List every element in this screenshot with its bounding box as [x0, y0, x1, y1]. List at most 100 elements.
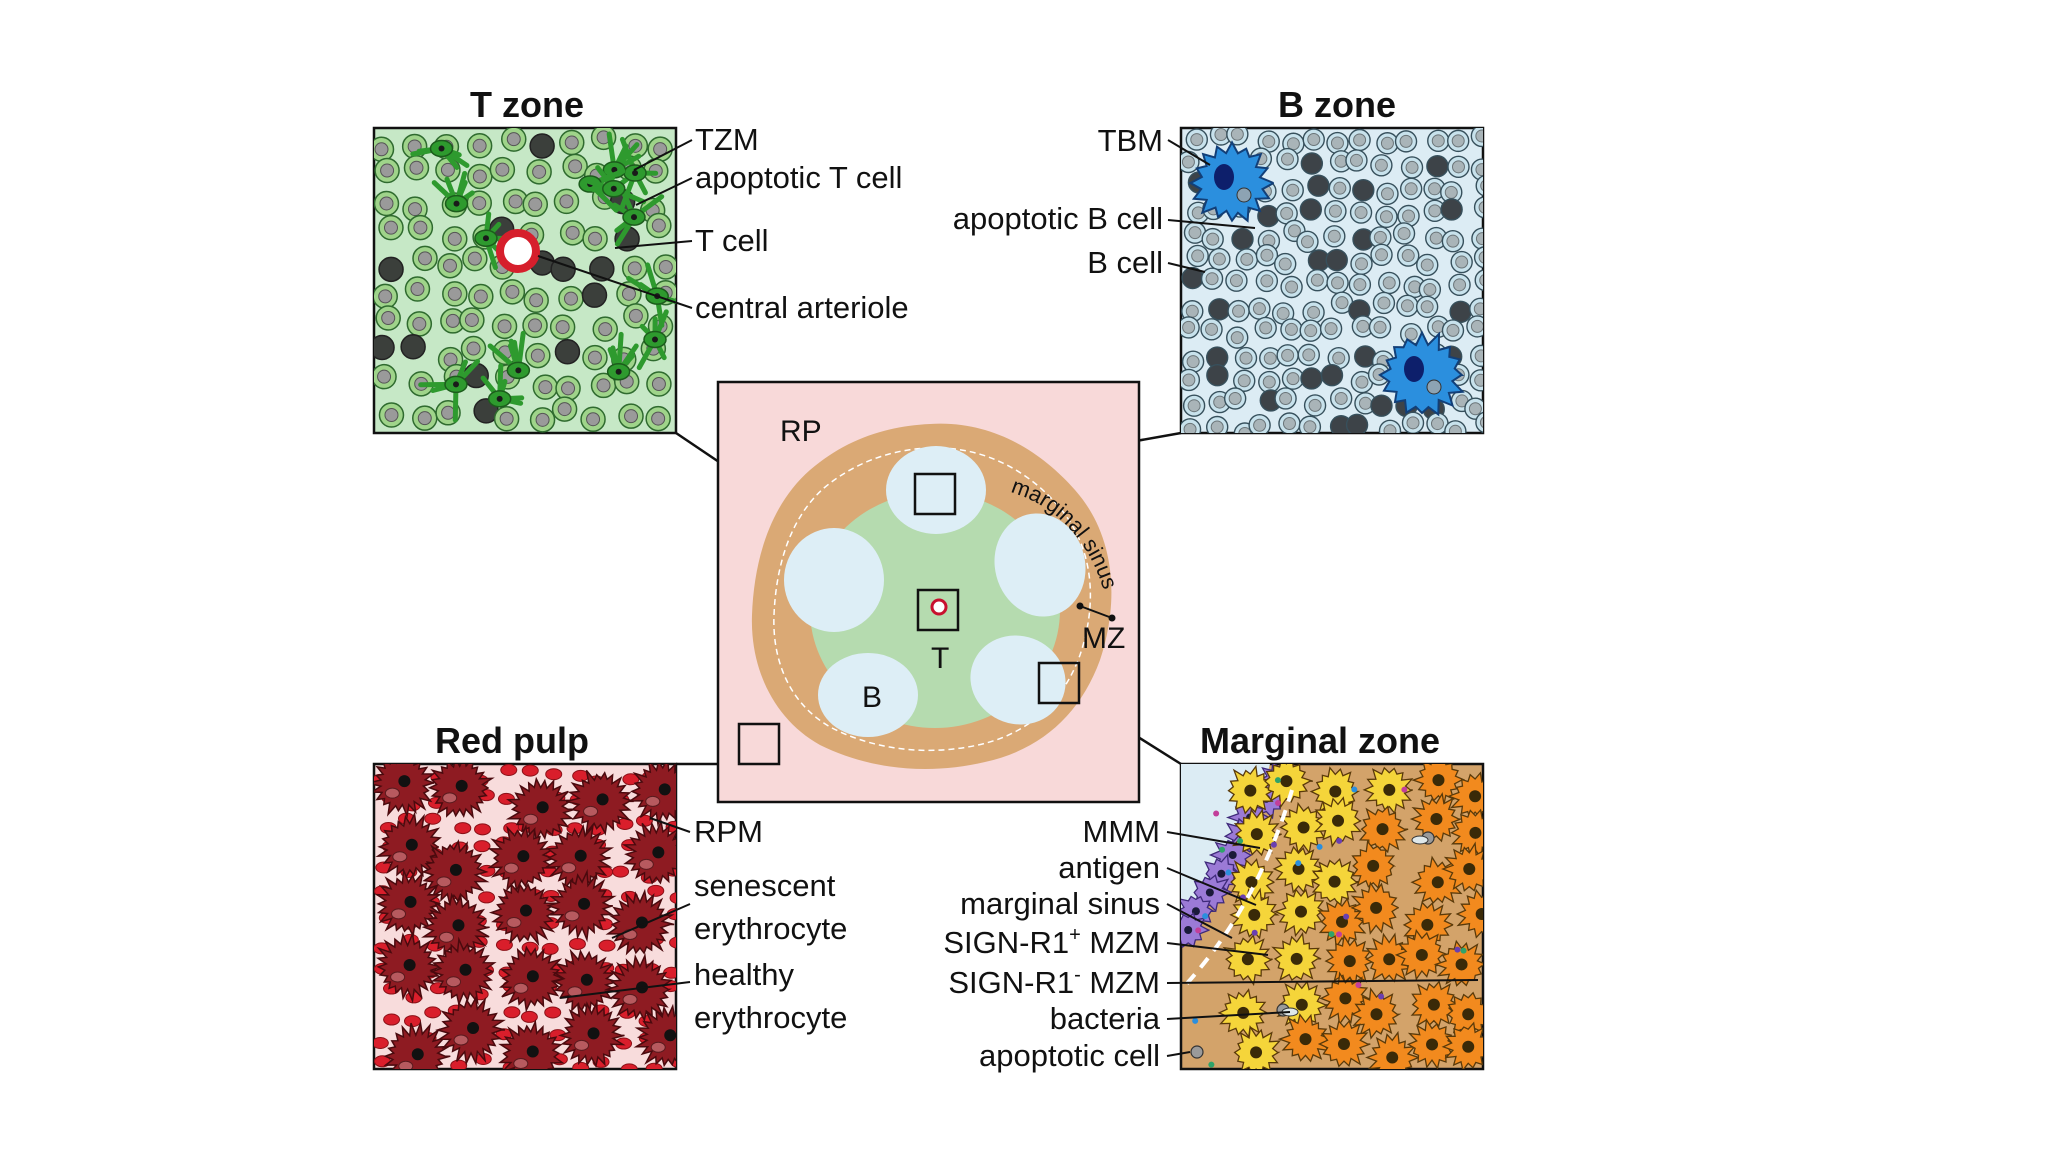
rpm-cell	[434, 995, 506, 1066]
red-pulp-panel: Red pulp RPM senescent erythrocyte healt…	[372, 720, 847, 1071]
healthy-erythrocyte	[568, 937, 586, 950]
apoptotic-t-cell	[378, 256, 404, 283]
sign-r1-minus-mzm	[1358, 805, 1409, 854]
healthy-erythrocyte	[478, 891, 496, 904]
b-cell-nucleus	[1448, 424, 1462, 433]
mz-pointer-dot-1	[1076, 602, 1084, 610]
red-pulp-label-4: erythrocyte	[694, 1000, 847, 1035]
tzm-cell	[606, 331, 639, 381]
t-cell-nucleus	[381, 310, 396, 325]
b-cell-nucleus	[1373, 230, 1387, 244]
t-cell-nucleus	[472, 196, 487, 211]
b-cell-nucleus	[1286, 372, 1300, 386]
t-cell-nucleus	[384, 407, 399, 422]
t-zone-label-3: central arteriole	[695, 290, 909, 325]
apoptotic-t-cell	[400, 334, 426, 360]
apoptotic-b-cell	[1440, 198, 1463, 221]
apoptotic-b-cell	[1300, 367, 1323, 390]
t-cell-nucleus	[499, 411, 514, 426]
b-cell-nucleus	[1428, 182, 1442, 196]
b-cell-nucleus	[1328, 204, 1342, 218]
follicle-right	[994, 513, 1086, 617]
red-pulp-leader-3	[559, 981, 691, 999]
b-cell-nucleus	[1262, 375, 1276, 389]
antigen-particle	[1192, 1017, 1199, 1024]
tzm-cell	[431, 170, 475, 213]
t-cell-nucleus	[377, 369, 392, 384]
b-cell-nucleus	[1307, 305, 1321, 319]
mz-label-plus-sup: +	[1069, 924, 1081, 946]
sign-r1-plus-mzm	[1227, 764, 1276, 815]
b-cell-nucleus	[1349, 153, 1363, 167]
t-cell-nucleus	[412, 316, 427, 331]
rpm-cell	[375, 811, 442, 881]
t-cell-nucleus	[447, 231, 462, 246]
zoom-box-b-zone	[913, 472, 957, 516]
healthy-erythrocyte	[473, 840, 491, 853]
mz-pointer	[1079, 605, 1113, 619]
b-cell-nucleus	[1214, 128, 1228, 142]
sign-r1-plus-mzm	[1272, 845, 1325, 894]
b-zone-leader-2	[1167, 219, 1256, 229]
apoptotic-b-cell	[1208, 298, 1231, 321]
t-cell-nucleus	[529, 293, 544, 308]
healthy-erythrocyte	[374, 1036, 389, 1049]
healthy-erythrocyte	[669, 892, 676, 904]
apoptotic-b-cell	[1370, 394, 1393, 417]
tbm-cell	[1378, 330, 1465, 417]
antigen-particle	[1270, 841, 1277, 848]
b-cell-nucleus	[1260, 274, 1274, 288]
mz-leader-7	[1166, 1051, 1191, 1057]
b-cell-nucleus	[1187, 399, 1201, 413]
b-cell-nucleus	[1185, 304, 1199, 318]
t-zone-label-0: TZM	[695, 122, 759, 157]
b-cell-nucleus	[1331, 276, 1345, 290]
healthy-erythrocyte	[598, 939, 616, 952]
t-zone-leader-4	[537, 255, 693, 309]
sign-r1-plus-mzm	[1229, 887, 1280, 940]
b-cell-nucleus	[1355, 375, 1369, 389]
t-cell-nucleus	[532, 164, 547, 179]
t-cell-nucleus	[628, 308, 643, 323]
follicle-bottom-left	[818, 653, 918, 737]
b-cell-nucleus	[1191, 249, 1205, 263]
healthy-erythrocyte	[454, 822, 472, 835]
zoom-box-marginal-zone	[1037, 661, 1081, 705]
antigen-particle	[1336, 931, 1343, 938]
rpm-cell	[633, 1003, 676, 1068]
b-cell-nucleus	[1232, 304, 1246, 318]
mz-pointer-dot-2	[1108, 614, 1116, 622]
b-cell-nucleus	[1279, 391, 1293, 405]
antigen-particle	[1219, 846, 1226, 853]
sign-r1-plus-mzm	[1264, 764, 1314, 809]
tzm-cell	[418, 358, 481, 423]
t-cell-nucleus	[506, 132, 521, 147]
b-cell-nucleus	[1310, 273, 1324, 287]
t-cell-nucleus	[410, 282, 425, 297]
sign-r1-plus-mzm	[1362, 766, 1414, 815]
sign-r1-minus-mzm	[1447, 771, 1483, 820]
b-zone-cells	[1181, 128, 1483, 433]
t-cell-nucleus	[559, 194, 574, 209]
rpm-cell	[505, 776, 576, 843]
b-cell-nucleus	[1303, 420, 1317, 433]
b-cell-nucleus	[1377, 296, 1391, 310]
t-cell-nucleus	[538, 380, 553, 395]
b-cell-nucleus	[1262, 135, 1276, 149]
b-cell-nucleus	[1181, 155, 1195, 169]
antigen-particle	[1225, 869, 1232, 876]
apoptotic-cell	[1190, 1045, 1204, 1059]
b-cell-nucleus	[1324, 322, 1338, 336]
b-cell-nucleus	[1308, 398, 1322, 412]
sign-r1-plus-mzm	[1271, 931, 1322, 981]
b-cell-nucleus	[1230, 331, 1244, 345]
antigen-particle	[1351, 786, 1358, 793]
sign-r1-plus-mzm	[1313, 796, 1362, 848]
t-cell-nucleus	[464, 312, 479, 327]
b-cell-nucleus	[1354, 206, 1368, 220]
b-cell-nucleus	[1238, 426, 1252, 433]
apoptotic-b-cell	[1206, 364, 1229, 387]
t-cell-nucleus	[588, 231, 603, 246]
antigen-particle	[1208, 1061, 1215, 1068]
b-cell-nucleus	[1474, 349, 1483, 363]
